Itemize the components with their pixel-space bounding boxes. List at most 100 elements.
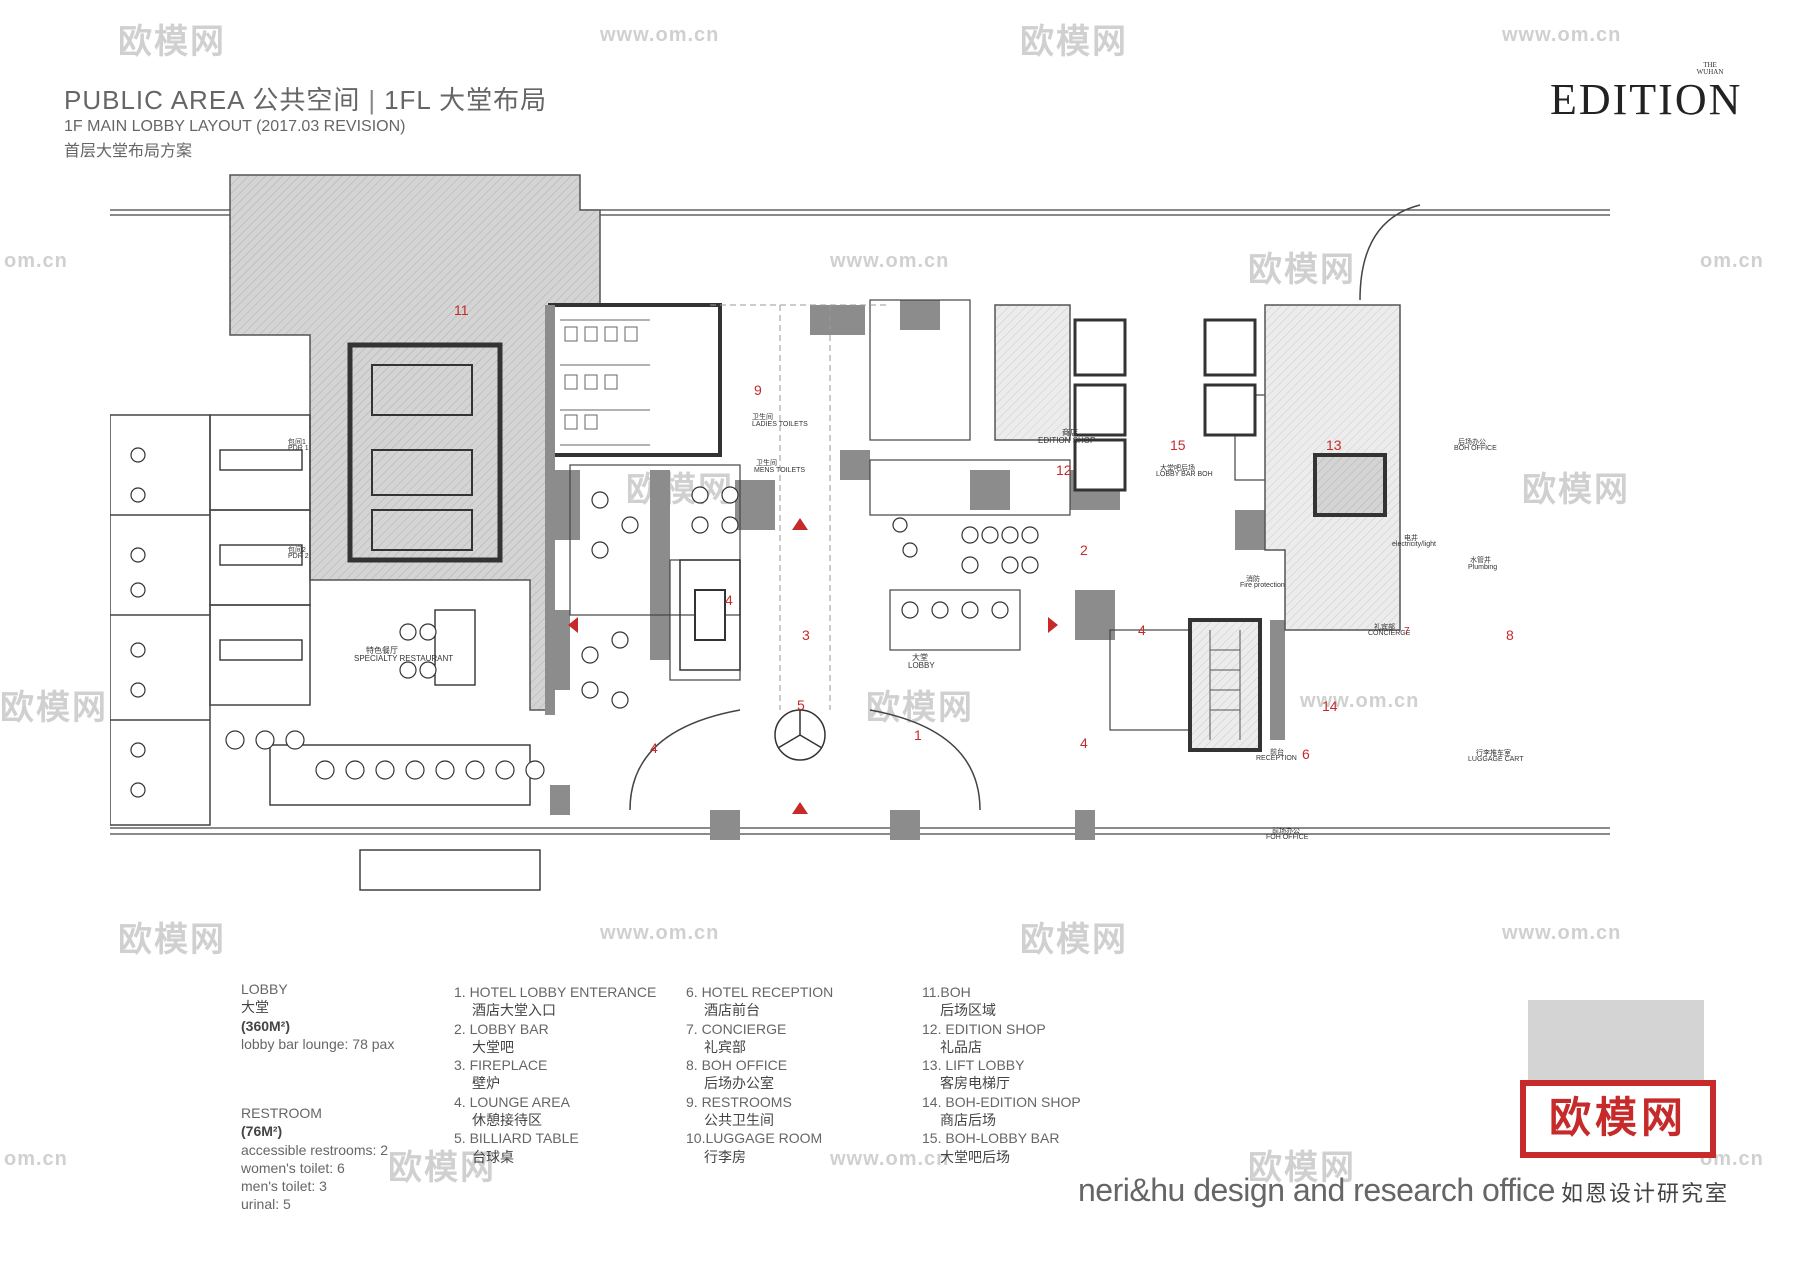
footer-credit-en: neri&hu design and research office bbox=[1078, 1172, 1555, 1208]
room-number-13: 13 bbox=[1326, 437, 1342, 453]
label-reception-zh: 前台 bbox=[1270, 749, 1284, 756]
subtitle-en: 1F MAIN LOBBY LAYOUT (2017.03 REVISION) bbox=[64, 118, 406, 135]
legend-item: 12. EDITION SHOP bbox=[922, 1020, 1046, 1037]
room-number-4: 4 bbox=[725, 592, 733, 608]
label-boh-office-en: BOH OFFICE bbox=[1454, 445, 1497, 452]
label-concierge-en: CONCIERGE bbox=[1368, 630, 1411, 637]
watermark-url: www.om.cn bbox=[1502, 922, 1622, 944]
room-number-11: 11 bbox=[454, 302, 469, 318]
watermark: 欧模网 bbox=[1248, 1149, 1356, 1187]
label-specialty-en: SPECIALTY RESTAURANT bbox=[354, 654, 454, 663]
label-fire-en: Fire protection bbox=[1240, 582, 1285, 589]
legend-item-zh: 大堂吧 bbox=[472, 1038, 514, 1055]
watermark-url: www.om.cn bbox=[830, 250, 950, 272]
label-lobby-zh: 大堂 bbox=[912, 653, 928, 662]
legend-item-zh: 酒店大堂入口 bbox=[472, 1002, 556, 1019]
legend-item-zh: 台球桌 bbox=[472, 1148, 514, 1165]
legend-item-zh: 商店后场 bbox=[940, 1112, 996, 1129]
legend-item-zh: 客房电梯厅 bbox=[940, 1075, 1010, 1092]
label-mens-zh: 卫生间 bbox=[756, 460, 777, 467]
label-concierge-zh: 礼宾部 bbox=[1374, 624, 1395, 631]
legend-item: 11.BOH bbox=[922, 984, 971, 1000]
legend-item: 5. BILLIARD TABLE bbox=[454, 1130, 579, 1147]
room-number-3: 3 bbox=[802, 627, 810, 643]
legend-restroom-line: men's toilet: 3 bbox=[241, 1178, 327, 1195]
watermark-url: om.cn bbox=[4, 1148, 68, 1170]
legend-item-zh: 休憩接待区 bbox=[472, 1112, 542, 1129]
room-number-8: 8 bbox=[1506, 627, 1514, 643]
subtitle-zh: 首层大堂布局方案 bbox=[64, 143, 193, 160]
label-plumbing-en: Plumbing bbox=[1468, 564, 1498, 571]
legend-item: 8. BOH OFFICE bbox=[686, 1057, 788, 1074]
floor-plan bbox=[110, 174, 1610, 891]
legend-item: 1. HOTEL LOBBY ENTERANCE bbox=[454, 984, 657, 1000]
legend-item: 6. HOTEL RECEPTION bbox=[686, 984, 834, 1000]
legend-restroom: RESTROOM (76M²) accessible restrooms: 2 … bbox=[241, 1104, 388, 1214]
title-zh: 公共空间 bbox=[252, 85, 361, 115]
room-number-14: 14 bbox=[1322, 698, 1338, 714]
label-foh-en: FOH OFFICE bbox=[1266, 834, 1309, 841]
footer-credit-zh: 如恩设计研究室 bbox=[1560, 1181, 1729, 1206]
legend-item-zh: 行李房 bbox=[704, 1148, 746, 1165]
legend-restroom-line: accessible restrooms: 2 bbox=[241, 1141, 389, 1158]
legend-item: 3. FIREPLACE bbox=[454, 1057, 548, 1074]
watermark: 欧模网 bbox=[0, 689, 108, 727]
page-title: PUBLIC AREA 公共空间|1FL 大堂布局 bbox=[64, 85, 548, 115]
room-number-4: 4 bbox=[1138, 622, 1146, 638]
label-lobby-en: LOBBY bbox=[908, 661, 935, 670]
legend-item: 9. RESTROOMS bbox=[686, 1093, 792, 1110]
room-number-12: 12 bbox=[1056, 462, 1072, 478]
watermark: 欧模网 bbox=[866, 689, 974, 727]
legend-restroom-line: urinal: 5 bbox=[241, 1196, 291, 1213]
label-pdr1-zh: 包间1 bbox=[288, 439, 306, 446]
legend-item-zh: 公共卫生间 bbox=[704, 1112, 774, 1129]
legend-item-zh: 后场区域 bbox=[940, 1002, 996, 1019]
room-number-2: 2 bbox=[1080, 542, 1088, 558]
room-number-1: 1 bbox=[914, 727, 922, 743]
legend-item-zh: 礼品店 bbox=[940, 1038, 982, 1055]
watermark-url: www.om.cn bbox=[600, 24, 720, 46]
room-number-15: 15 bbox=[1170, 437, 1186, 453]
room-number-6: 6 bbox=[1302, 746, 1310, 762]
legend-column-3: 11.BOH 后场区域 12. EDITION SHOP 礼品店 13. LIF… bbox=[922, 983, 1081, 1166]
legend-item: 2. LOBBY BAR bbox=[454, 1020, 549, 1037]
room-number-4: 4 bbox=[650, 740, 658, 756]
watermark: 欧模网 bbox=[626, 471, 734, 509]
legend-lobby-area: (360M²) bbox=[241, 1017, 291, 1034]
legend-lobby-note: lobby bar lounge: 78 pax bbox=[241, 1035, 395, 1052]
label-boh-bar-en: LOBBY BAR BOH bbox=[1156, 471, 1213, 478]
title-en: PUBLIC AREA bbox=[64, 85, 245, 115]
legend-lobby-heading-zh: 大堂 bbox=[241, 999, 269, 1016]
legend-item-zh: 礼宾部 bbox=[704, 1038, 746, 1055]
watermark-url: om.cn bbox=[1700, 250, 1764, 272]
watermark-badge: 欧模网 bbox=[1520, 1080, 1716, 1158]
label-electric-zh: 电井 bbox=[1404, 535, 1418, 542]
label-pdr2-zh: 包间2 bbox=[288, 547, 306, 554]
label-boh-office-zh: 后场办公 bbox=[1458, 439, 1486, 446]
legend-item: 7. CONCIERGE bbox=[686, 1020, 787, 1037]
room-number-4: 4 bbox=[1080, 735, 1088, 751]
legend-item: 4. LOUNGE AREA bbox=[454, 1093, 570, 1110]
legend-lobby: LOBBY 大堂 (360M²) lobby bar lounge: 78 pa… bbox=[241, 980, 394, 1053]
edition-logo: THE WUHAN EDITION bbox=[1550, 61, 1743, 125]
label-mens-en: MENS TOILETS bbox=[754, 467, 806, 474]
legend-restroom-heading: RESTROOM bbox=[241, 1105, 322, 1121]
watermark: 欧模网 bbox=[1020, 921, 1128, 959]
label-luggage-zh: 行李推车室 bbox=[1476, 750, 1511, 757]
label-fire-zh: 消防 bbox=[1246, 576, 1260, 583]
label-specialty-zh: 特色餐厅 bbox=[366, 646, 398, 655]
room-number-5: 5 bbox=[797, 697, 805, 713]
watermark-url: www.om.cn bbox=[600, 922, 720, 944]
legend-item-zh: 后场办公室 bbox=[704, 1075, 774, 1092]
label-ladies-en: LADIES TOILETS bbox=[752, 421, 808, 428]
legend-item-zh: 壁炉 bbox=[472, 1075, 500, 1092]
label-pdr2-en: PDR 2 bbox=[288, 553, 309, 560]
watermark-badge-text: 欧模网 bbox=[1548, 1094, 1687, 1141]
label-reception-en: RECEPTION bbox=[1256, 755, 1297, 762]
room-number-7: 7 bbox=[1404, 626, 1410, 637]
legend-item: 14. BOH-EDITION SHOP bbox=[922, 1093, 1081, 1110]
legend-item: 10.LUGGAGE ROOM bbox=[686, 1130, 823, 1147]
label-foh-zh: 前场办公 bbox=[1272, 828, 1300, 835]
legend-item-zh: 酒店前台 bbox=[704, 1002, 760, 1019]
